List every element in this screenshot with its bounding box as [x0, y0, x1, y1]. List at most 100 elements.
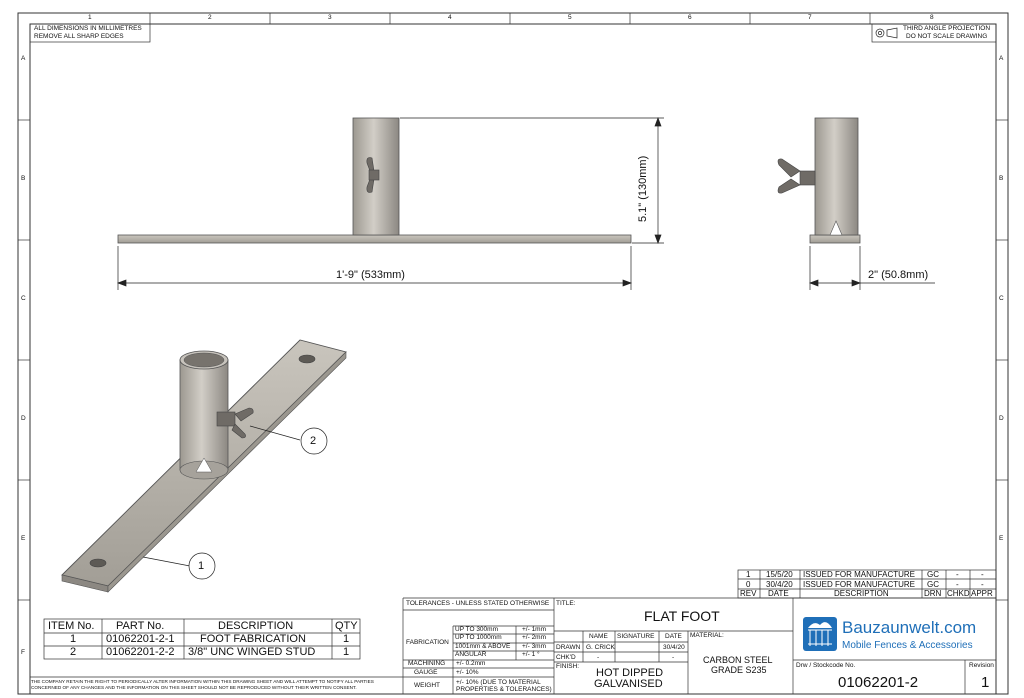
- weight-value: +/- 10% (DUE TO MATERIAL PROPERTIES & TO…: [456, 679, 552, 693]
- rev-row-1-drn: GC: [927, 570, 939, 579]
- fab-range-3: 1001mm & ABOVE: [455, 643, 511, 650]
- gauge-value: +/- 10%: [456, 669, 479, 676]
- isometric-view: [61, 339, 347, 593]
- rev-header-chkd: CHKD: [947, 589, 970, 598]
- bom-row-2-description: 3/8" UNC WINGED STUD: [188, 646, 316, 658]
- zone-row-a-right: A: [999, 55, 1004, 62]
- fab-range-2: UP TO 1000mm: [455, 634, 502, 641]
- balloon-1-label: 1: [198, 560, 205, 572]
- fabrication-label: FABRICATION: [406, 639, 449, 646]
- zone-row-d: D: [21, 415, 26, 422]
- zone-col-5: 5: [568, 14, 572, 21]
- weight-label: WEIGHT: [414, 682, 440, 689]
- dim-height-label: 5.1" (130mm): [637, 155, 649, 222]
- bom-header-part: PART No.: [116, 620, 165, 632]
- drawing-title: FLAT FOOT: [644, 608, 720, 624]
- zone-row-b: B: [21, 175, 26, 182]
- drawing-number-label: Drw / Stockcode No.: [796, 662, 856, 669]
- side-notch: [829, 220, 843, 236]
- balloon-2: [300, 427, 328, 455]
- bom-row-2-part: 01062201-2-2: [106, 646, 175, 658]
- iso-wing-nut: [216, 407, 254, 439]
- chkd-label: CHK'D: [556, 654, 576, 661]
- side-tube: [814, 117, 859, 236]
- note-do-not-scale: DO NOT SCALE DRAWING: [906, 33, 988, 40]
- balloon-2-label: 2: [310, 435, 317, 447]
- zone-row-a: A: [21, 55, 26, 62]
- bom-row-1-part: 01062201-2-1: [106, 633, 175, 645]
- front-wing-nut: [366, 157, 380, 193]
- zone-row-e: E: [21, 535, 26, 542]
- revision-label: Revision: [969, 662, 994, 669]
- machining-value: +/- 0.2mm: [456, 660, 486, 667]
- fab-tol-2: +/- 2mm: [522, 634, 547, 641]
- drawn-date: 30/4/20: [663, 644, 685, 651]
- disclaimer-line-2: CONCERNED OF ANY CHANGES AND THE INFORMA…: [31, 685, 357, 690]
- zone-row-f: F: [21, 649, 25, 656]
- side-dimensions: [809, 246, 935, 290]
- rev-header-date: DATE: [768, 589, 789, 598]
- rev-row-2-desc: ISSUED FOR MANUFACTURE: [803, 580, 916, 589]
- finish-line-1: HOT DIPPED: [596, 667, 664, 679]
- zone-row-c-right: C: [999, 295, 1004, 302]
- tolerances-title: TOLERANCES - UNLESS STATED OTHERWISE: [406, 600, 550, 607]
- zone-col-6: 6: [688, 14, 692, 21]
- rev-row-2-chkd: -: [956, 580, 959, 589]
- zone-row-d-right: D: [999, 415, 1004, 422]
- rev-row-2-rev: 0: [746, 580, 751, 589]
- zone-col-7: 7: [808, 14, 812, 21]
- bom-row-1-qty: 1: [343, 633, 350, 645]
- side-view: [777, 117, 861, 244]
- bom-header-qty: QTY: [335, 620, 358, 632]
- rev-row-1-date: 15/5/20: [766, 570, 793, 579]
- front-dimensions: [117, 117, 664, 290]
- note-sharp-edges: REMOVE ALL SHARP EDGES: [34, 33, 124, 40]
- rev-row-1-appr: -: [981, 570, 984, 579]
- disclaimer-line-1: THE COMPANY RETAIN THE RIGHT TO PERIODIC…: [31, 679, 374, 684]
- front-view: [117, 117, 632, 244]
- balloon-callouts: [142, 425, 328, 580]
- fab-range-1: UP TO 300mm: [455, 626, 498, 633]
- zone-col-3: 3: [328, 14, 332, 21]
- fab-tol-1: +/- 1mm: [522, 626, 547, 633]
- drawn-label: DRAWN: [556, 644, 581, 651]
- dim-width-label: 2" (50.8mm): [868, 269, 929, 281]
- machining-label: MACHINING: [408, 660, 446, 667]
- rev-header-rev: REV: [740, 589, 757, 598]
- rev-row-1-chkd: -: [956, 570, 959, 579]
- brand-logo-icon: [803, 617, 837, 651]
- rev-row-2-date: 30/4/20: [766, 580, 793, 589]
- fab-range-4: ANGULAR: [455, 651, 487, 658]
- signature-header: SIGNATURE: [617, 633, 655, 640]
- material-line-1: CARBON STEEL: [703, 655, 773, 665]
- brand-name: Bauzaunwelt.com: [842, 618, 977, 637]
- bom-row-1-item: 1: [70, 633, 77, 645]
- note-dimensions: ALL DIMENSIONS IN MILLIMETRES: [34, 25, 142, 32]
- side-wing-nut: [777, 158, 816, 194]
- rev-header-drn: DRN: [924, 589, 942, 598]
- date-header: DATE: [665, 633, 682, 640]
- rev-header-description: DESCRIPTION: [834, 589, 889, 598]
- rev-row-2-drn: GC: [927, 580, 939, 589]
- brand-tagline: Mobile Fences & Accessories: [842, 640, 973, 651]
- drawn-name: G. CRICK: [586, 644, 615, 651]
- front-plate: [117, 234, 632, 244]
- finish-line-2: GALVANISED: [594, 678, 663, 690]
- bom-row-1-description: FOOT FABRICATION: [200, 633, 306, 645]
- finish-label: FINISH:: [556, 663, 580, 670]
- name-header: NAME: [589, 633, 608, 640]
- balloon-1: [188, 552, 216, 580]
- projection-symbol-icon: [875, 27, 898, 39]
- bom-row-2-item: 2: [70, 646, 77, 658]
- side-plate: [809, 234, 861, 244]
- title-label: TITLE:: [556, 600, 576, 607]
- chkd-name: -: [597, 654, 600, 661]
- rev-header-appr: APPR: [971, 589, 993, 598]
- zone-ticks: [18, 13, 1008, 601]
- inner-border: [29, 23, 997, 695]
- iso-hole-top: [298, 354, 316, 364]
- zone-row-e-right: E: [999, 535, 1004, 542]
- gauge-label: GAUGE: [414, 669, 438, 676]
- zone-row-b-right: B: [999, 175, 1004, 182]
